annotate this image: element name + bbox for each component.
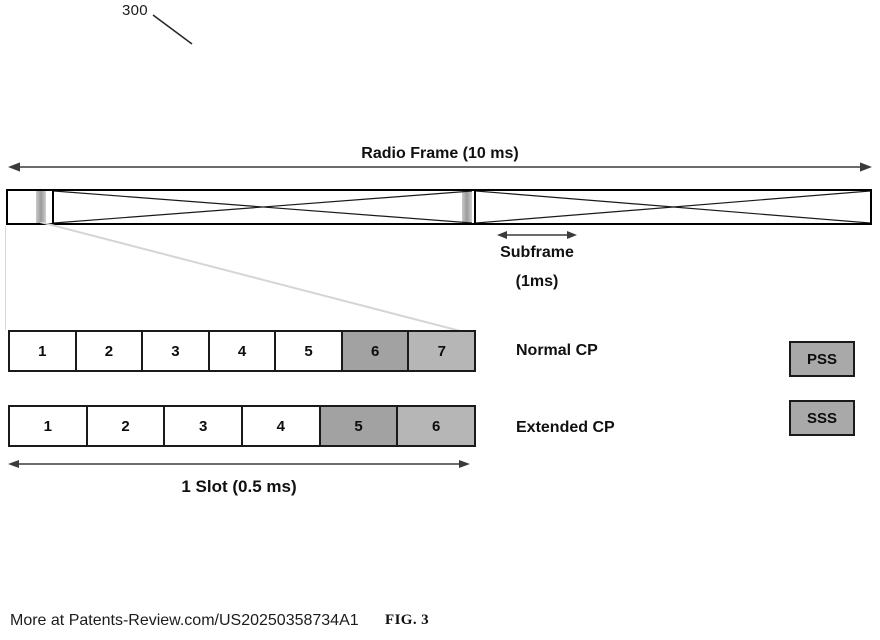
footer-watermark: More at Patents-Review.com/US20250358734… bbox=[10, 612, 359, 629]
radio-frame-dimension-arrow bbox=[8, 162, 872, 172]
expansion-guide-line-vertical bbox=[5, 226, 6, 330]
subframe-duration-label: (1ms) bbox=[515, 273, 559, 290]
radio-frame-bar bbox=[6, 189, 872, 225]
subframe-label: Subframe bbox=[500, 244, 574, 261]
slot-symbol-cell: 4 bbox=[209, 332, 277, 370]
radio-frame-divider-middle bbox=[474, 189, 476, 225]
extended-cp-label: Extended CP bbox=[516, 419, 615, 436]
slot-symbol-cell-sss: 6 bbox=[398, 407, 475, 445]
slot-dimension-arrow bbox=[8, 460, 470, 468]
extended-cp-slot-row: 1 2 3 4 5 6 bbox=[8, 405, 476, 447]
slot-symbol-cell-pss: 5 bbox=[320, 407, 399, 445]
subframe-dimension-arrow bbox=[497, 231, 577, 239]
half-frame-ellipsis-left bbox=[54, 191, 472, 223]
slot-symbol-cell-pss: 6 bbox=[342, 332, 410, 370]
slot-symbol-cell-sss: 7 bbox=[409, 332, 475, 370]
sync-signal-marker-second-half bbox=[462, 191, 472, 223]
radio-frame-divider-left bbox=[52, 189, 54, 225]
sync-signal-marker-first-half bbox=[36, 191, 46, 223]
expansion-guide-line-diagonal bbox=[40, 222, 472, 334]
half-frame-ellipsis-right bbox=[476, 191, 870, 223]
slot-symbol-cell: 1 bbox=[10, 407, 88, 445]
slot-symbol-cell: 5 bbox=[276, 332, 343, 370]
slot-symbol-cell: 1 bbox=[10, 332, 77, 370]
legend-sss-box: SSS bbox=[789, 400, 855, 436]
slot-symbol-cell: 4 bbox=[243, 407, 321, 445]
reference-numeral-300: 300 bbox=[122, 2, 148, 19]
radio-frame-title: Radio Frame (10 ms) bbox=[361, 145, 519, 162]
slot-symbol-cell: 2 bbox=[76, 332, 144, 370]
slot-symbol-cell: 2 bbox=[87, 407, 166, 445]
reference-numeral-leader-line bbox=[152, 14, 193, 45]
figure-caption: FIG. 3 bbox=[385, 612, 430, 628]
slot-duration-label: 1 Slot (0.5 ms) bbox=[181, 477, 297, 496]
legend-pss-box: PSS bbox=[789, 341, 855, 377]
slot-symbol-cell: 3 bbox=[165, 407, 244, 445]
normal-cp-label: Normal CP bbox=[516, 342, 598, 359]
normal-cp-slot-row: 1 2 3 4 5 6 7 bbox=[8, 330, 476, 372]
slot-symbol-cell: 3 bbox=[143, 332, 210, 370]
